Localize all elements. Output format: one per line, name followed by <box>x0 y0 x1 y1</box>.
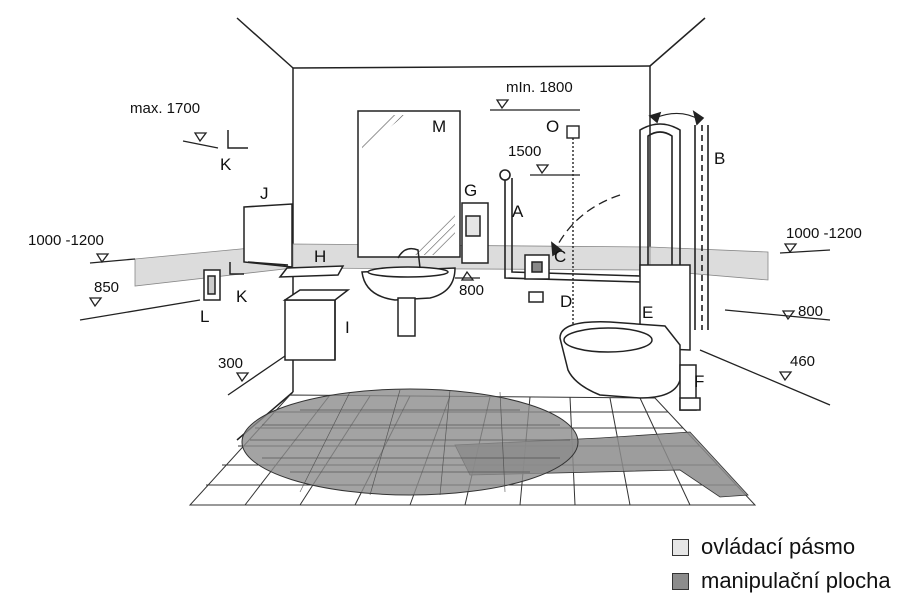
grab-bar <box>499 169 641 283</box>
emergency-button <box>528 291 544 303</box>
dim-right-460: 460 <box>790 353 815 370</box>
label-L: L <box>200 307 209 326</box>
legend-swatch-light <box>672 538 689 556</box>
dim-right-800: 800 <box>798 303 823 320</box>
label-M: M <box>432 117 446 136</box>
shelf <box>278 265 345 278</box>
legend-text-control-zone: ovládací pásmo <box>701 534 856 559</box>
towel-dispenser <box>461 202 489 264</box>
label-G: G <box>464 181 477 200</box>
label-C: C <box>554 247 566 266</box>
dim-left-850: 850 <box>94 279 119 296</box>
dim-left-1000-1200: 1000 -1200 <box>28 232 104 249</box>
hand-dryer <box>243 203 293 268</box>
turning-circle <box>241 388 579 496</box>
label-B: B <box>714 149 725 168</box>
toilet <box>559 264 701 411</box>
legend-text-manipulation: manipulační plocha <box>701 568 891 593</box>
label-A: A <box>512 202 524 221</box>
label-D: D <box>560 292 572 311</box>
legend-item-manipulation: manipulační plocha <box>672 568 891 594</box>
label-E: E <box>642 303 653 322</box>
flush-button <box>524 254 550 280</box>
dim-left-300: 300 <box>218 355 243 372</box>
label-F: F <box>694 372 704 391</box>
dim-min-1800: mIn. 1800 <box>506 79 573 96</box>
dimension-labels: max. 1700 mIn. 1800 1500 1000 -1200 850 … <box>28 79 862 372</box>
component-labels: A B C D E F G H I J K K L M O <box>200 117 725 391</box>
label-K-bottom: K <box>236 287 248 306</box>
dim-right-1000-1200: 1000 -1200 <box>786 225 862 242</box>
dim-center-800: 800 <box>459 282 484 299</box>
manipulation-area <box>241 388 749 498</box>
legend-item-control-zone: ovládací pásmo <box>672 534 855 560</box>
mirror <box>357 110 461 258</box>
waste-bin <box>282 289 351 361</box>
label-I: I <box>345 318 350 337</box>
dim-1500: 1500 <box>508 143 541 160</box>
folding-grab-bar <box>551 110 709 330</box>
label-O: O <box>546 117 559 136</box>
label-K-top: K <box>220 155 232 174</box>
label-H: H <box>314 247 326 266</box>
washbasin <box>361 247 456 337</box>
legend-swatch-dark <box>672 572 689 590</box>
dimension-lines <box>79 99 831 406</box>
label-J: J <box>260 184 269 203</box>
paper-holder <box>203 269 221 301</box>
dim-max-1700: max. 1700 <box>130 100 200 117</box>
hooks <box>227 130 248 275</box>
